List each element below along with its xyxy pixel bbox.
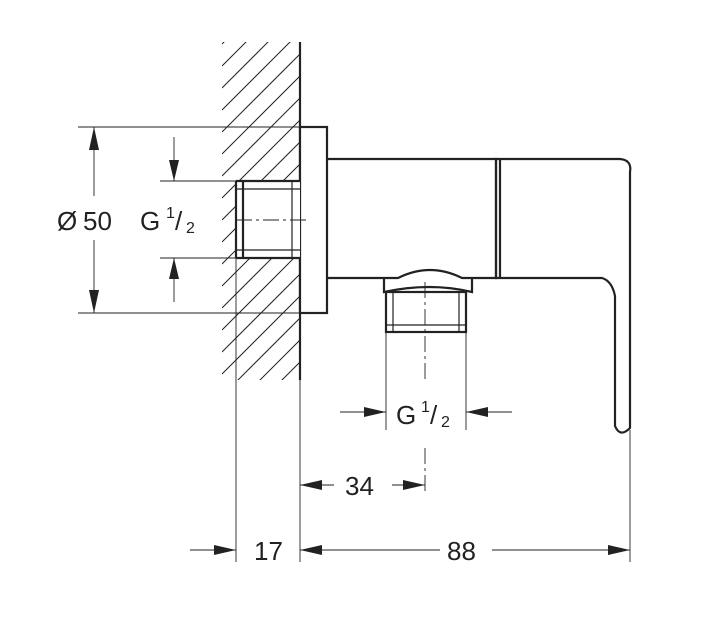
outlet-offset-value: 34 [345,471,374,501]
hatch-line [222,0,300,22]
total-length-value: 88 [447,536,476,566]
wall-thread-label: G [140,206,160,236]
wall-depth-dimension: 17 [190,536,322,566]
outlet-thread-label: G [396,400,416,430]
outlet-thread-fitting [382,278,474,334]
hatch-line [259,339,300,380]
lever-handle [494,157,632,434]
arrow-down [89,290,99,313]
hatch-line [222,42,291,111]
outlet-thread-denominator: 2 [441,414,450,431]
hatch-line [222,450,300,528]
arrow-up [89,127,99,150]
wall-thread-denominator: 2 [186,220,195,237]
outlet-thread-numerator: 1 [421,399,430,416]
hatch-line [222,428,300,506]
wall-thread-numerator: 1 [166,205,175,222]
valve-body [327,157,498,280]
outlet-offset-dimension: 34 [300,471,425,501]
hatch-line [222,384,300,462]
hatch-line [222,42,225,45]
hatch-line [222,53,300,133]
diameter-value: 50 [83,206,112,236]
wall-thread-dimension: G 1 / 2 [140,137,195,302]
wall-thread-fitting [234,179,300,260]
hatch-line [222,75,300,155]
total-length-dimension: 88 [322,536,630,566]
hatch-line [222,42,247,67]
hatch-line [281,361,300,380]
extension-lines [78,126,631,562]
centre-lines [236,219,426,495]
hatch-line [222,251,300,331]
wall-depth-value: 17 [254,536,283,566]
hatch-line [222,42,269,89]
hatch-line [222,295,300,375]
diameter-dimension: Ø 50 [57,127,112,313]
wall-thread-slash: / [175,206,183,236]
hatch-line [222,97,300,177]
hatch-line [222,406,300,484]
outlet-thread-slash: / [430,400,438,430]
wall-hatching [222,0,302,528]
outlet-thread-dimension: G 1 / 2 [340,399,512,431]
hatch-line [237,317,300,380]
diameter-symbol: Ø [57,206,77,236]
